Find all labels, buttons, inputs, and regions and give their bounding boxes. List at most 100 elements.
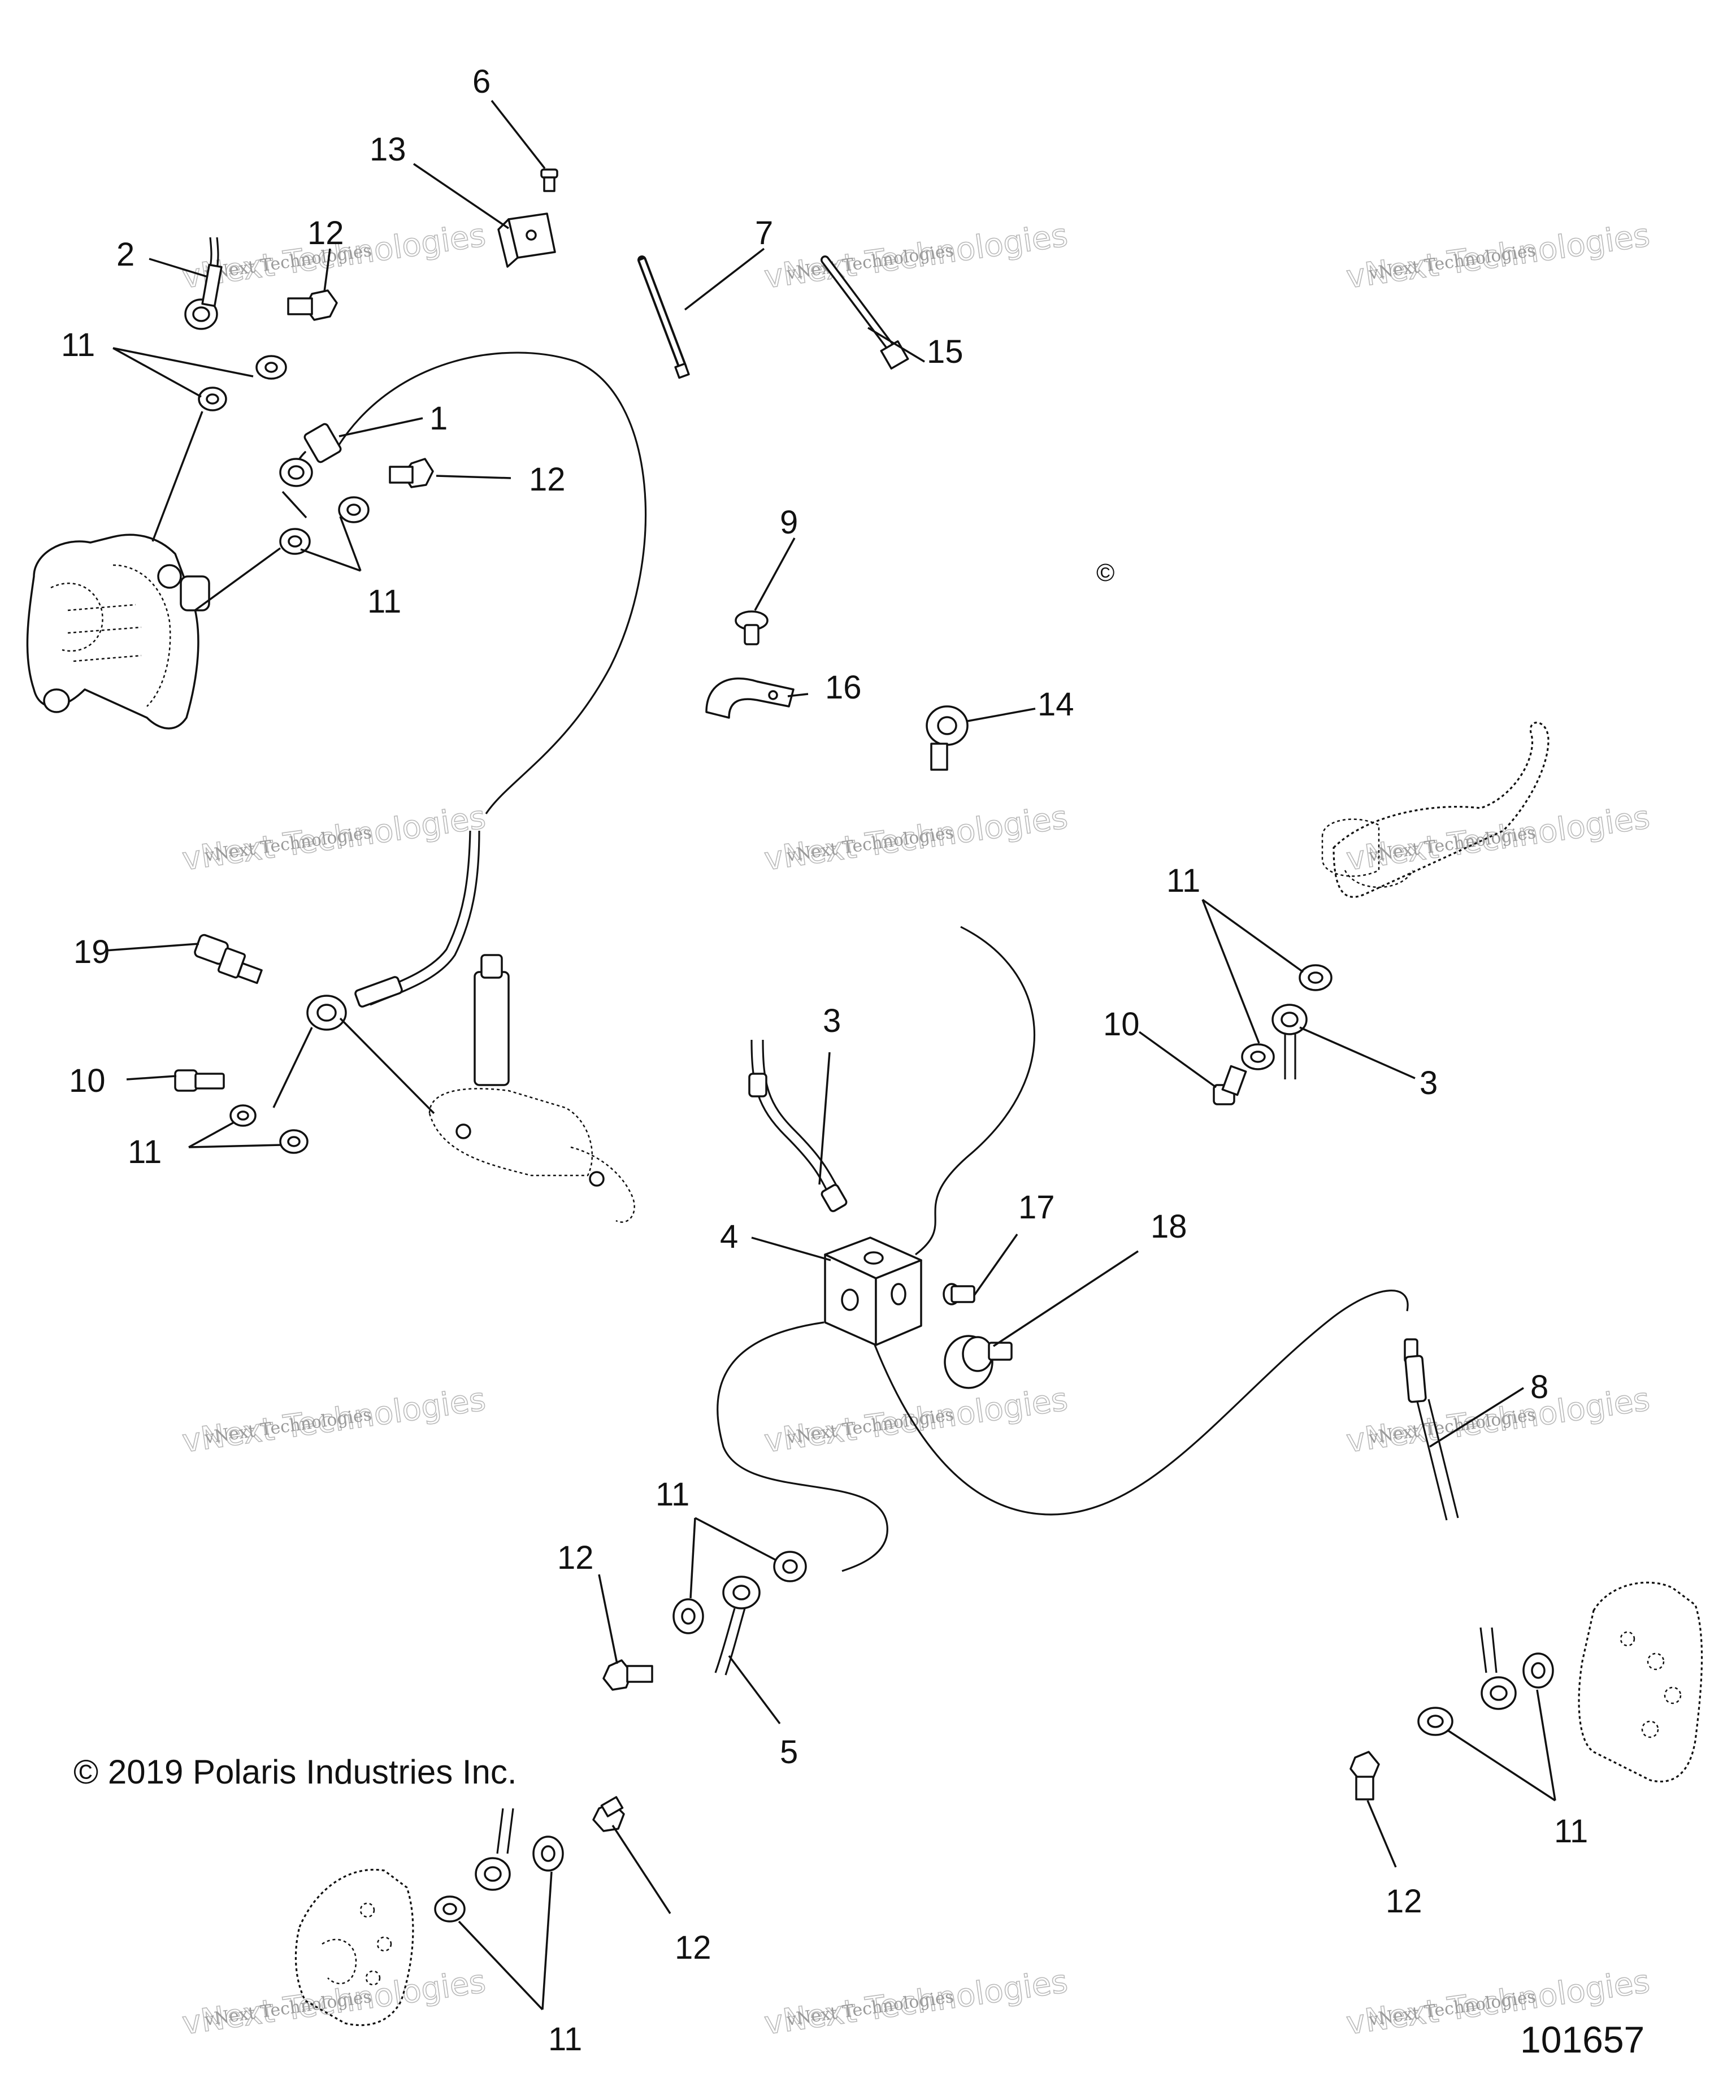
bolt-shank [287, 297, 313, 315]
screw-shank [744, 624, 760, 645]
bolt-head [602, 1659, 633, 1691]
callout-12-bottom: 12 [675, 1929, 711, 1966]
switch-hex [962, 1336, 993, 1372]
reservoir-tube [474, 971, 510, 1086]
rod-tip [674, 362, 690, 379]
callout-11-upper-right: 11 [1166, 862, 1200, 899]
part-19-pressure-switch [194, 934, 263, 984]
part-17-bolt [943, 1283, 975, 1305]
callout-11-lower-mid: 11 [656, 1476, 689, 1513]
brake-caliper-rear-left [294, 1869, 414, 2027]
banjo-hole [316, 1004, 337, 1022]
callout-5: 5 [780, 1734, 798, 1771]
caliper-hole [365, 1970, 381, 1986]
part-11-washers-mid [279, 496, 370, 555]
banjo-hose [1284, 1034, 1296, 1079]
callout-10-right: 10 [1103, 1006, 1140, 1043]
part-12-bolt-lower-mid [602, 1659, 653, 1691]
callout-18: 18 [1151, 1208, 1187, 1245]
callout-17: 17 [1018, 1189, 1055, 1226]
caliper-hole [1620, 1631, 1635, 1647]
tube-line-2 [762, 1039, 842, 1194]
fitting-hole [937, 716, 957, 735]
banjo-hole [192, 306, 210, 322]
tube-fitting [821, 1184, 848, 1212]
callout-12-lower-right: 12 [1386, 1883, 1422, 1920]
callout-6: 6 [472, 63, 491, 100]
callout-numbers: 6 13 7 15 2 12 11 1 12 11 9 16 14 © 11 1… [61, 63, 1588, 2058]
block-port-front [841, 1288, 859, 1311]
brake-line-rear-right [874, 1290, 1409, 1516]
callout-3-right: 3 [1420, 1065, 1438, 1101]
brake-line-block-upper [915, 926, 1036, 1256]
caliper-body [26, 533, 199, 730]
part-4-distribution-block [824, 1236, 922, 1346]
part-11-washers-top [198, 355, 287, 411]
caliper-hole [376, 1936, 392, 1952]
callout-10-left: 10 [69, 1062, 106, 1099]
part-6-screw [540, 168, 558, 192]
washer-hole [287, 1136, 301, 1147]
washer-hole [288, 535, 302, 548]
copyright-notice: © 2019 Polaris Industries Inc. [73, 1753, 517, 1791]
washer-hole [1427, 1715, 1444, 1728]
callout-11-top: 11 [61, 327, 95, 363]
part-8-rear-hose [1404, 1338, 1459, 1521]
rear-right-banjo [1417, 1627, 1554, 1736]
master-cylinder-rear-upper [1321, 722, 1550, 898]
banjo-hole [484, 1866, 502, 1882]
part-13-bracket [497, 212, 556, 268]
callout-11-mid: 11 [367, 583, 401, 620]
clevis-pin [589, 1171, 605, 1187]
callout-8: 8 [1530, 1369, 1548, 1405]
cylinder-body [428, 1088, 593, 1177]
brake-caliper-front-left [26, 533, 210, 730]
caliper-hole [1647, 1652, 1665, 1671]
banjo-hose [496, 1808, 514, 1854]
part-11-washers-upper-right [1241, 964, 1333, 1070]
screw-shank [543, 176, 555, 192]
banjo-neck [201, 263, 223, 307]
callout-7: 7 [755, 215, 773, 251]
part-10-bolt-left [174, 1069, 225, 1092]
clamp-hole [768, 690, 778, 700]
bolt-shank [194, 1073, 225, 1090]
caliper-detail [67, 604, 142, 662]
caliper-body [294, 1869, 414, 2027]
pushrod [570, 1146, 635, 1223]
banjo-hole [732, 1585, 750, 1600]
callout-9: 9 [780, 504, 798, 541]
part-14-fitting [926, 705, 969, 771]
cylinder-port [455, 1123, 471, 1139]
callout-11-lower-right: 11 [1554, 1813, 1588, 1850]
banjo-hole [288, 465, 305, 480]
part-11-washers-lower-mid [672, 1551, 807, 1634]
bolt-shank [1221, 1065, 1247, 1096]
washer-hole [264, 362, 278, 373]
washer-hole [782, 1559, 798, 1574]
washer-hole [1308, 971, 1323, 984]
hose-line [1416, 1399, 1459, 1521]
part-5-banjo-lower [714, 1576, 761, 1676]
brake-line-lower-left [717, 1321, 888, 1572]
brake-line-front-section-2 [370, 830, 480, 1006]
part-1-banjo-fitting [279, 423, 342, 487]
washer-hole [1531, 1662, 1546, 1679]
caliper-detail [322, 1938, 357, 1985]
callout-1: 1 [429, 400, 448, 437]
bolt-shank [600, 1796, 624, 1817]
callout-4: 4 [720, 1218, 738, 1255]
clamp-body [705, 677, 795, 719]
callout-16: 16 [825, 669, 862, 706]
caliper-body [1578, 1581, 1703, 1783]
caliper-detail [50, 582, 103, 652]
switch-connector [988, 1342, 1013, 1361]
part-10-bolt-right [1213, 1065, 1247, 1105]
banjo-hose [714, 1608, 746, 1676]
banjo-hole [1281, 1012, 1299, 1027]
part-7-rod [637, 255, 690, 379]
part-18-switch [944, 1335, 1013, 1389]
part-16-clamp [705, 677, 795, 719]
bolt-shank [1355, 1776, 1374, 1800]
